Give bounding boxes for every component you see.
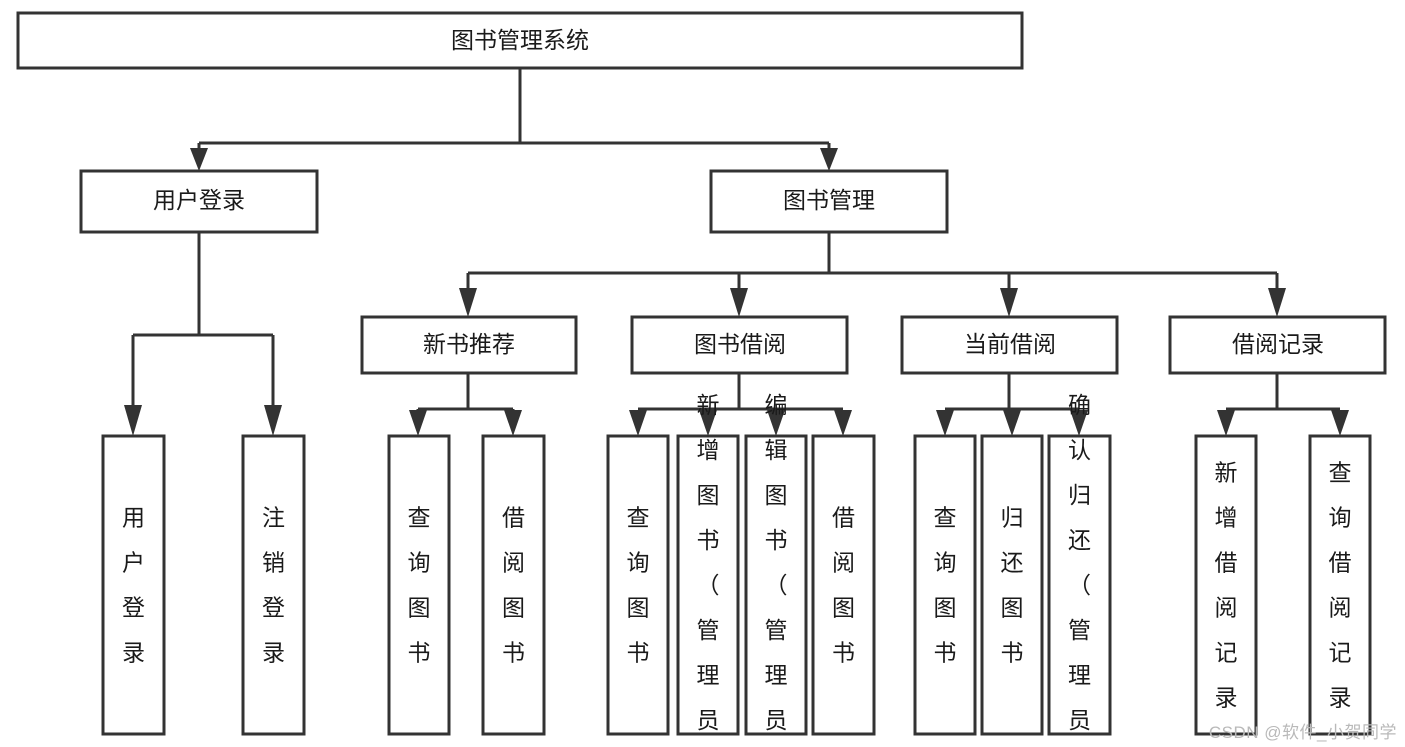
node-leaf-10[interactable]: 归还图书 [980,434,1044,736]
node-leaf-6-label: 新增图书（管理员） [697,392,720,747]
node-borrow-record-label: 借阅记录 [1232,331,1324,357]
node-leaf-4-label: 借阅图书 [502,505,525,666]
arrowhead-current-borrow [1000,288,1018,317]
arrowhead-borrow-record [1268,288,1286,317]
node-borrow-record-box[interactable] [1168,315,1387,375]
arrowhead-leaf-13 [1331,410,1349,436]
node-user-login[interactable]: 用户登录 [79,169,319,234]
node-current-borrow-label: 当前借阅 [964,331,1056,357]
node-leaf-8-label: 借阅图书 [832,505,855,666]
connector-layer [124,68,1349,436]
node-leaf-13-box[interactable] [1308,434,1372,736]
node-leaf-9-label: 查询图书 [934,505,957,666]
node-book-borrow-box[interactable] [630,315,849,375]
node-leaf-11-box[interactable] [1047,434,1112,736]
node-book-manage[interactable]: 图书管理 [709,169,949,234]
node-user-login-box[interactable] [79,169,319,234]
node-new-book-rec[interactable]: 新书推荐 [360,315,578,375]
node-leaf-5-label: 查询图书 [627,505,650,666]
node-leaf-2[interactable]: 注销登录 [241,434,306,736]
node-leaf-13-label: 查询借阅记录 [1329,460,1352,711]
node-root-label: 图书管理系统 [451,27,589,53]
node-leaf-3-box[interactable] [387,434,451,736]
arrowhead-leaf-9 [936,410,954,436]
arrowhead-book-borrow [730,288,748,317]
node-leaf-10-label: 归还图书 [1001,505,1024,666]
node-leaf-2-label: 注销登录 [262,505,285,666]
node-leaf-4[interactable]: 借阅图书 [481,434,546,736]
arrowhead-leaf-10 [1003,410,1021,436]
node-leaf-5[interactable]: 查询图书 [606,434,670,736]
arrowhead-leaf-6 [699,410,717,436]
arrowhead-leaf-3 [409,410,427,436]
node-leaf-5-box[interactable] [606,434,670,736]
node-leaf-9-box[interactable] [913,434,977,736]
arrowhead-leaf-4 [504,410,522,436]
node-leaf-8[interactable]: 借阅图书 [811,434,876,736]
node-leaf-3-label: 查询图书 [408,505,431,666]
node-book-borrow[interactable]: 图书借阅 [630,315,849,375]
node-leaf-11[interactable]: 确认归还（管理员） [1047,392,1112,747]
node-leaf-12[interactable]: 新增借阅记录 [1194,434,1258,736]
node-book-manage-box[interactable] [709,169,949,234]
node-leaf-6[interactable]: 新增图书（管理员） [676,392,740,747]
node-leaf-1-box[interactable] [101,434,166,736]
arrowhead-leaf-11 [1070,410,1088,436]
node-current-borrow[interactable]: 当前借阅 [900,315,1119,375]
node-leaf-7[interactable]: 编辑图书（管理员） [744,392,808,747]
node-leaf-11-label: 确认归还（管理员） [1068,392,1091,747]
arrowhead-user-login [190,148,208,171]
node-book-borrow-label: 图书借阅 [694,331,786,357]
node-leaf-9[interactable]: 查询图书 [913,434,977,736]
arrowhead-leaf-5 [629,410,647,436]
node-root[interactable]: 图书管理系统 [16,11,1024,70]
node-new-book-rec-label: 新书推荐 [423,331,515,357]
arrowhead-leaf-12 [1217,410,1235,436]
arrowhead-leaf-1 [124,405,142,436]
arrowhead-book-manage [820,148,838,171]
node-leaf-7-box[interactable] [744,434,808,736]
node-leaf-1-label: 用户登录 [122,505,145,666]
node-new-book-rec-box[interactable] [360,315,578,375]
node-leaf-10-box[interactable] [980,434,1044,736]
node-book-manage-label: 图书管理 [783,187,875,213]
node-leaf-4-box[interactable] [481,434,546,736]
arrowhead-leaf-7 [767,410,785,436]
node-leaf-7-label: 编辑图书（管理员） [765,392,788,747]
node-leaf-6-box[interactable] [676,434,740,736]
node-user-login-label: 用户登录 [153,187,245,213]
node-root-box[interactable] [16,11,1024,70]
csdn-watermark: CSDN @软件_小贺同学 [1208,723,1397,742]
node-leaf-1[interactable]: 用户登录 [101,434,166,736]
node-leaf-13[interactable]: 查询借阅记录 [1308,434,1372,736]
arrowhead-new-book-rec [459,288,477,317]
node-leaf-12-label: 新增借阅记录 [1215,460,1238,711]
node-current-borrow-box[interactable] [900,315,1119,375]
node-leaf-2-box[interactable] [241,434,306,736]
node-borrow-record[interactable]: 借阅记录 [1168,315,1387,375]
node-leaf-3[interactable]: 查询图书 [387,434,451,736]
arrowhead-leaf-8 [834,410,852,436]
node-leaf-12-box[interactable] [1194,434,1258,736]
arrowhead-leaf-2 [264,405,282,436]
leaf-layer: 用户登录 注销登录 查询图书 借阅图书 查询图书 新增图书（管理员） 编辑图书（管理员） 借阅… [101,392,1372,747]
node-leaf-8-box[interactable] [811,434,876,736]
